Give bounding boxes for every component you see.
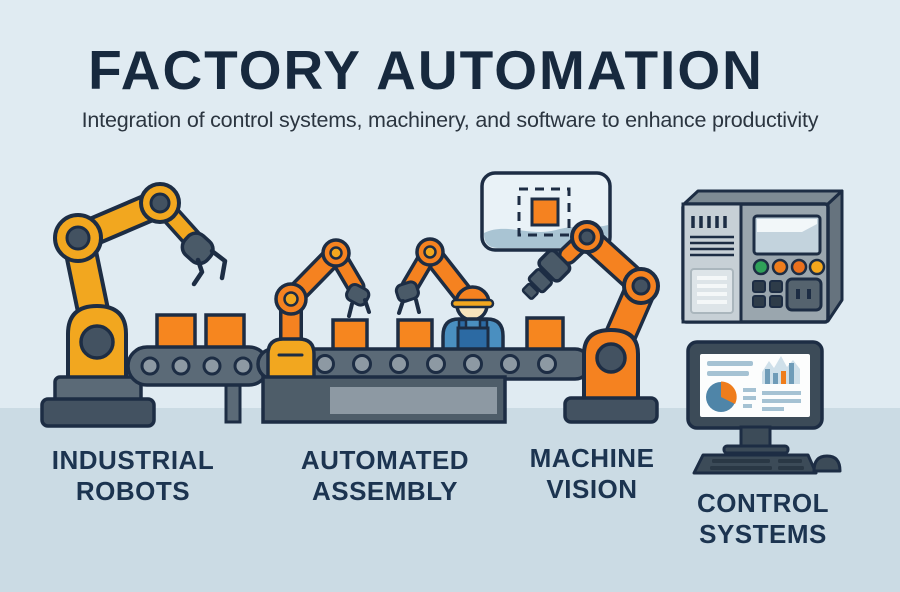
box-icon (155, 313, 197, 351)
computer-workstation-icon (686, 340, 842, 475)
panel-key[interactable] (769, 295, 783, 308)
panel-key[interactable] (752, 295, 766, 308)
panel-button-orange[interactable] (790, 258, 808, 276)
panel-button-amber[interactable] (808, 258, 826, 276)
panel-key[interactable] (752, 280, 766, 293)
industrial-robot-icon (40, 182, 228, 428)
label-control-systems: CONTROL SYSTEMS (696, 488, 830, 550)
label-machine-vision: MACHINE VISION (529, 443, 655, 505)
bar-chart-icon (765, 369, 770, 384)
label-automated-assembly: AUTOMATED ASSEMBLY (300, 445, 470, 507)
panel-button-green[interactable] (752, 258, 770, 276)
panel-button-orange[interactable] (771, 258, 789, 276)
conveyor-belt-left-icon (126, 313, 270, 424)
page-title: FACTORY AUTOMATION (88, 39, 764, 101)
box-icon (525, 316, 565, 355)
panel-key[interactable] (769, 280, 783, 293)
machine-vision-robot-icon (521, 220, 660, 424)
mouse-icon (812, 454, 842, 473)
label-industrial-robots: INDUSTRIAL ROBOTS (51, 445, 215, 507)
assembly-robots-icon (256, 237, 592, 424)
detected-box (530, 197, 560, 227)
control-panel-icon (681, 189, 844, 324)
detection-frame (517, 187, 571, 237)
worker-icon (441, 285, 505, 354)
panel-socket (785, 277, 823, 312)
page-subtitle: Integration of control systems, machiner… (81, 108, 819, 132)
box-icon (204, 313, 246, 351)
